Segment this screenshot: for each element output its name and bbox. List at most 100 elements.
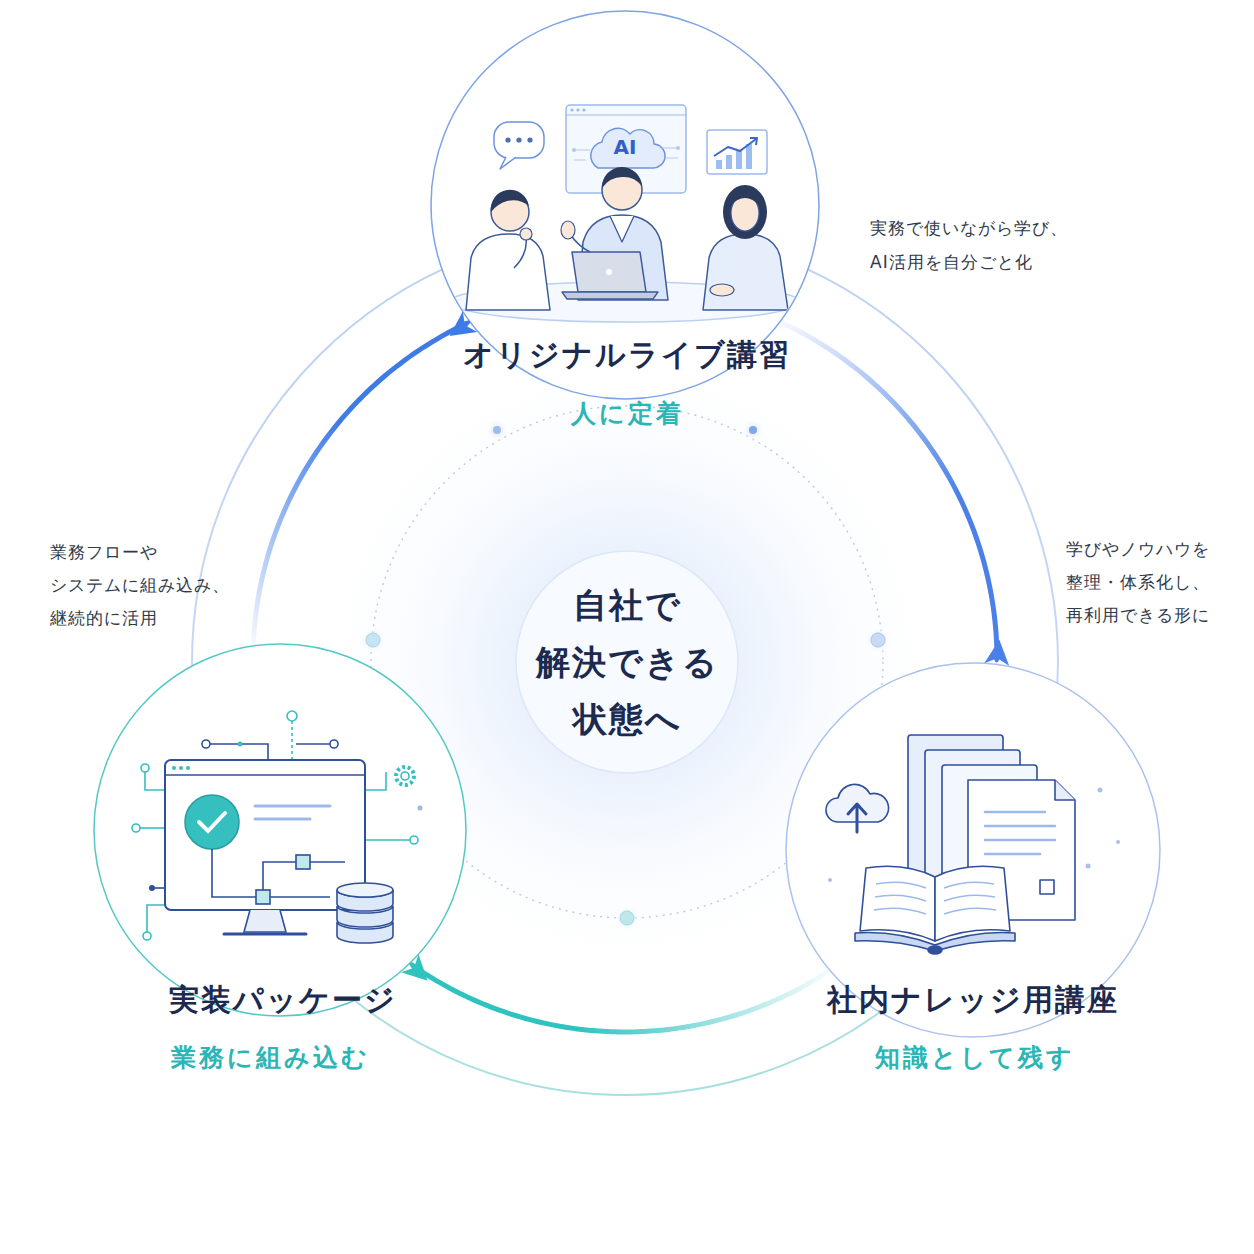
ring-dot xyxy=(864,626,892,654)
meeting-illustration xyxy=(726,155,732,169)
meeting-illustration xyxy=(570,234,590,252)
meeting-illustration xyxy=(505,137,510,142)
knowledge-illustration xyxy=(935,866,1010,941)
meeting-illustration xyxy=(491,190,529,212)
database-symbol xyxy=(337,883,393,897)
meeting-illustration xyxy=(562,292,658,299)
ring-dot xyxy=(359,626,387,654)
node-title: 自社で 解決できる 状態へ xyxy=(527,577,727,748)
node-title: 実装パッケージ xyxy=(73,980,493,1020)
system-illustration xyxy=(179,766,183,770)
system-illustration xyxy=(244,910,286,932)
document xyxy=(925,750,1020,890)
meeting-illustration xyxy=(602,170,642,210)
system-illustration xyxy=(418,806,423,811)
circuit-line xyxy=(210,744,268,760)
meeting-illustration xyxy=(561,221,575,239)
system-illustration xyxy=(296,743,330,745)
knowledge-illustration xyxy=(1098,788,1103,793)
ring-dot xyxy=(485,418,509,442)
person xyxy=(578,215,668,300)
system-illustration xyxy=(152,887,165,889)
meeting-illustration xyxy=(730,191,760,206)
ring-dot xyxy=(493,426,501,434)
ring-dot xyxy=(620,911,634,925)
database-symbol xyxy=(337,890,393,911)
system-illustration xyxy=(132,711,423,943)
system-illustration xyxy=(330,740,338,748)
database-symbol xyxy=(337,906,393,927)
meeting-illustration xyxy=(750,138,757,145)
knowledge-illustration xyxy=(1086,864,1091,869)
system-illustration xyxy=(202,740,210,748)
knowledge-illustration xyxy=(1040,880,1054,894)
node-subtitle: 人に定着 xyxy=(487,397,767,431)
check-badge xyxy=(185,795,239,849)
database-symbol xyxy=(337,922,393,943)
chat-bubble xyxy=(494,122,544,158)
meeting-illustration xyxy=(676,146,680,150)
system-illustration xyxy=(396,767,414,785)
process-circle: 実装パッケージ業務に組み込む xyxy=(93,643,467,1017)
system-illustration xyxy=(212,849,256,897)
meeting-illustration xyxy=(714,139,756,156)
system-illustration xyxy=(172,766,176,770)
document xyxy=(942,765,1037,905)
meeting-illustration xyxy=(610,216,634,242)
system-illustration xyxy=(140,827,165,829)
document xyxy=(968,780,1075,920)
knowledge-illustration xyxy=(1116,840,1120,844)
system-illustration xyxy=(238,742,243,747)
knowledge-illustration xyxy=(826,735,1120,954)
flow-arrow xyxy=(412,965,829,1032)
ring-dot xyxy=(741,418,765,442)
meeting-illustration xyxy=(566,114,686,115)
system-illustration xyxy=(287,711,297,721)
book xyxy=(855,933,1015,952)
ai-screen xyxy=(566,105,686,193)
system-illustration xyxy=(365,772,386,790)
meeting-illustration xyxy=(491,193,529,231)
circle-shape xyxy=(94,644,466,1016)
knowledge-illustration xyxy=(848,804,866,832)
process-circle: オリジナルライブ講習人に定着 xyxy=(430,10,820,400)
system-illustration xyxy=(401,772,409,780)
circle-outline xyxy=(93,643,467,1017)
system-illustration xyxy=(263,862,296,890)
knowledge-illustration xyxy=(874,882,996,914)
meeting-illustration xyxy=(746,144,752,169)
knowledge-illustration xyxy=(860,866,935,941)
meeting-illustration xyxy=(731,195,759,231)
meeting-illustration xyxy=(500,157,516,169)
system-illustration xyxy=(199,813,225,831)
system-illustration xyxy=(270,862,345,897)
meeting-illustration xyxy=(450,105,800,322)
database-symbol xyxy=(337,883,393,943)
meeting-illustration xyxy=(570,108,573,111)
knowledge-illustration xyxy=(828,878,832,882)
system-illustration xyxy=(132,824,140,832)
system-illustration xyxy=(255,806,330,819)
ring-dot xyxy=(366,633,380,647)
node-subtitle: 知識として残す xyxy=(825,1041,1125,1075)
flow-arrow xyxy=(781,322,998,660)
meeting-illustration xyxy=(716,160,722,169)
knowledge-illustration xyxy=(985,812,1055,854)
system-illustration xyxy=(256,890,270,904)
system-illustration xyxy=(224,933,306,936)
note-text: 実務で使いながら学び、 AI活用を自分ごと化 xyxy=(870,211,1110,279)
system-illustration xyxy=(147,905,165,932)
flow-arrow xyxy=(253,323,467,645)
circle-shape xyxy=(786,663,1160,1037)
meeting-illustration xyxy=(582,108,585,111)
system-illustration xyxy=(365,839,410,841)
chart-card xyxy=(707,130,767,174)
knowledge-illustration xyxy=(928,946,942,954)
meeting-illustration xyxy=(736,150,742,169)
table xyxy=(450,282,800,322)
